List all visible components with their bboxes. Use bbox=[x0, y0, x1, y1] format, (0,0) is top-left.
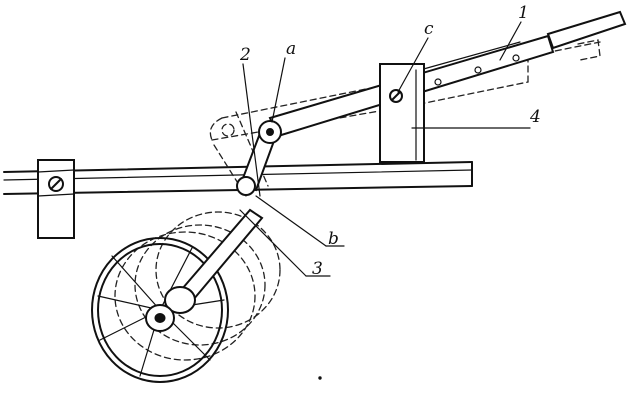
lever-arm bbox=[268, 10, 627, 138]
wheel-rim bbox=[91, 237, 229, 383]
label-2: 2 bbox=[239, 45, 251, 65]
label-1: 1 bbox=[518, 3, 529, 23]
label-b: b bbox=[328, 229, 339, 249]
lever-rod bbox=[546, 10, 627, 50]
label-c: c bbox=[424, 19, 434, 39]
wheel-assembly bbox=[91, 208, 281, 383]
label-4: 4 bbox=[529, 107, 541, 127]
label-a: a bbox=[286, 39, 296, 59]
link-arm bbox=[236, 120, 282, 196]
support-bracket bbox=[379, 63, 425, 163]
label-3: 3 bbox=[312, 259, 323, 279]
leader-lines bbox=[239, 21, 531, 277]
left-clamp bbox=[37, 159, 75, 239]
pivot-a-icon bbox=[266, 128, 274, 136]
print-speck bbox=[318, 376, 322, 380]
